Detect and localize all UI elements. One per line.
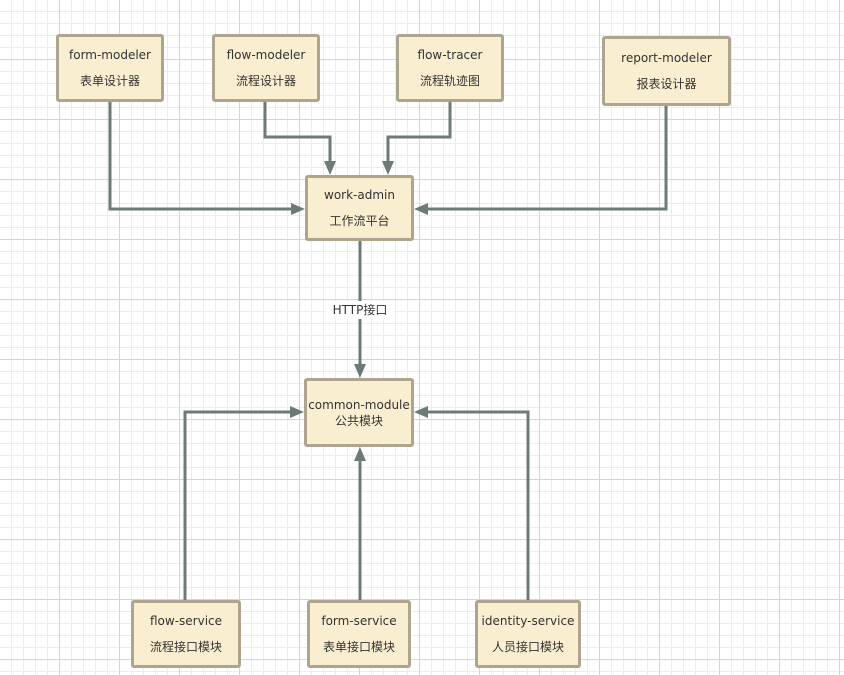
node-form-modeler[interactable]: form-modeler 表单设计器 bbox=[56, 34, 164, 102]
edge-report-modeler-to-work-admin bbox=[427, 106, 668, 211]
node-subtitle: 流程轨迹图 bbox=[419, 74, 480, 88]
node-flow-service[interactable]: flow-service 流程接口模块 bbox=[131, 600, 241, 668]
node-title: common-module bbox=[308, 397, 410, 412]
arrowhead-work-admin-to-common-module bbox=[354, 364, 366, 378]
node-work-admin[interactable]: work-admin 工作流平台 bbox=[305, 175, 414, 241]
node-subtitle: 公共模块 bbox=[334, 413, 383, 428]
edge-flow-modeler-to-work-admin bbox=[263, 102, 332, 163]
edge-identity-service-to-common-module bbox=[427, 410, 530, 600]
edge-flow-tracer-to-work-admin bbox=[386, 102, 452, 163]
node-report-modeler[interactable]: report-modeler 报表设计器 bbox=[602, 36, 731, 106]
node-title: form-service bbox=[321, 614, 397, 628]
node-flow-tracer[interactable]: flow-tracer 流程轨迹图 bbox=[396, 34, 504, 102]
node-identity-service[interactable]: identity-service 人员接口模块 bbox=[475, 600, 581, 668]
node-title: flow-modeler bbox=[226, 48, 306, 62]
arrowhead-report-modeler-to-work-admin bbox=[414, 203, 428, 215]
arrowhead-flow-modeler-to-work-admin bbox=[324, 161, 336, 175]
node-title: flow-service bbox=[149, 614, 223, 628]
node-subtitle: 流程接口模块 bbox=[149, 640, 222, 654]
node-flow-modeler[interactable]: flow-modeler 流程设计器 bbox=[212, 34, 320, 102]
node-form-service[interactable]: form-service 表单接口模块 bbox=[307, 600, 411, 668]
edge-flow-service-to-common-module bbox=[183, 410, 292, 600]
arrowhead-identity-service-to-common-module bbox=[414, 406, 428, 418]
node-subtitle: 工作流平台 bbox=[329, 214, 390, 228]
node-title: flow-tracer bbox=[417, 48, 483, 62]
node-title: form-modeler bbox=[69, 48, 151, 62]
node-title: report-modeler bbox=[621, 51, 712, 65]
edge-label-http-interface: HTTP接口 bbox=[326, 301, 394, 319]
node-subtitle: 流程设计器 bbox=[235, 74, 296, 88]
arrowhead-form-modeler-to-work-admin bbox=[291, 203, 305, 215]
node-subtitle: 报表设计器 bbox=[636, 77, 697, 91]
node-subtitle: 表单设计器 bbox=[79, 74, 140, 88]
node-common-module[interactable]: common-module 公共模块 bbox=[304, 378, 414, 447]
node-title: identity-service bbox=[481, 614, 575, 628]
edge-form-modeler-to-work-admin bbox=[108, 102, 293, 211]
arrowhead-form-service-to-common-module bbox=[354, 447, 366, 461]
node-subtitle: 人员接口模块 bbox=[491, 640, 564, 654]
arrowhead-flow-service-to-common-module bbox=[290, 406, 304, 418]
arrowhead-flow-tracer-to-work-admin bbox=[382, 161, 394, 175]
node-subtitle: 表单接口模块 bbox=[322, 640, 395, 654]
node-title: work-admin bbox=[324, 188, 395, 202]
